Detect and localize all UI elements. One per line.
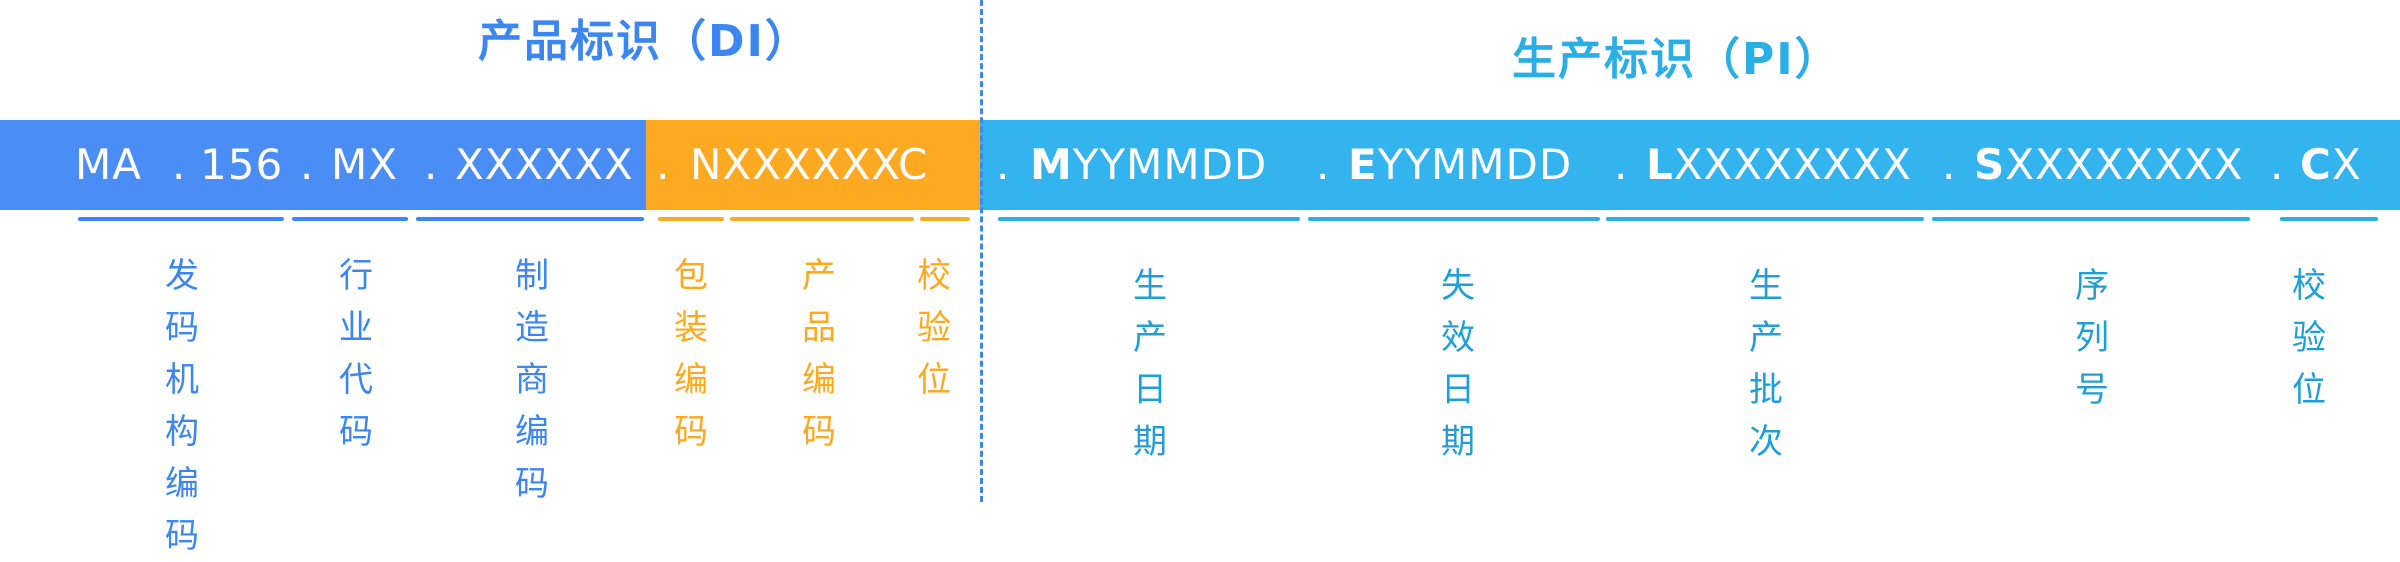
label-production-batch: 生产批次 <box>1749 266 1783 462</box>
underline-manufacturer <box>416 217 644 221</box>
prefix-s: S <box>1974 140 2006 189</box>
underline-prod-date <box>998 217 1300 221</box>
underline-package <box>658 217 724 221</box>
underline-batch <box>1606 217 1924 221</box>
code-dot: . <box>424 140 439 189</box>
expiry-date-pattern: YYMMDD <box>1377 140 1573 189</box>
prefix-l: L <box>1646 140 1674 189</box>
code-dot: . <box>1942 140 1957 189</box>
underline-check-pi <box>2280 217 2378 221</box>
code-dot: . <box>172 140 187 189</box>
label-issuer-code: 发码机构编码 <box>165 256 199 556</box>
code-package: NXXXXXXC <box>690 140 929 189</box>
pi-band <box>980 120 2400 210</box>
di-band <box>0 120 646 210</box>
label-serial-number: 序列号 <box>2075 266 2109 410</box>
pi-header: 生产标识（PI） <box>1512 34 1841 85</box>
serial-pattern: XXXXXXXX <box>2005 140 2244 189</box>
code-batch: LXXXXXXXX <box>1646 120 1912 210</box>
label-expiry-date: 失效日期 <box>1441 266 1475 462</box>
label-package-code: 包装编码 <box>674 256 708 452</box>
prefix-c: C <box>2300 140 2332 189</box>
code-prod-date: MYYMMDD <box>1030 120 1267 210</box>
label-production-date: 生产日期 <box>1133 266 1167 462</box>
underline-expiry-date <box>1308 217 1600 221</box>
code-dot: . <box>1316 140 1331 189</box>
underline-issuer <box>78 217 284 221</box>
prefix-e: E <box>1348 140 1378 189</box>
label-manufacturer-code: 制造商编码 <box>515 256 549 504</box>
code-dot: . <box>656 140 671 189</box>
code-dot: . <box>1614 140 1629 189</box>
di-header: 产品标识（DI） <box>478 16 811 67</box>
prefix-m: M <box>1030 140 1073 189</box>
code-check-pi: CX <box>2300 120 2362 210</box>
label-industry-code: 行业代码 <box>339 256 373 452</box>
code-manufacturer: XXXXXX <box>455 140 634 189</box>
code-dot: . <box>996 140 1011 189</box>
underline-product <box>730 217 914 221</box>
code-dot: . <box>2270 140 2285 189</box>
underline-industry <box>292 217 408 221</box>
code-serial: SXXXXXXXX <box>1974 120 2243 210</box>
label-product-code: 产品编码 <box>802 256 836 452</box>
label-check-digit-pi: 校验位 <box>2292 266 2326 410</box>
label-check-digit-di: 校验位 <box>917 256 951 400</box>
package-band <box>646 120 980 210</box>
code-ma: MA <box>75 140 142 189</box>
code-156: 156 <box>200 140 284 189</box>
code-expiry-date: EYYMMDD <box>1348 120 1572 210</box>
underline-check-di <box>920 217 970 221</box>
check-pattern: X <box>2331 140 2362 189</box>
underline-serial <box>1932 217 2250 221</box>
code-mx: MX <box>331 140 399 189</box>
di-pi-divider <box>980 0 983 502</box>
batch-pattern: XXXXXXXX <box>1673 140 1912 189</box>
code-dot: . <box>300 140 315 189</box>
prod-date-pattern: YYMMDD <box>1072 140 1268 189</box>
